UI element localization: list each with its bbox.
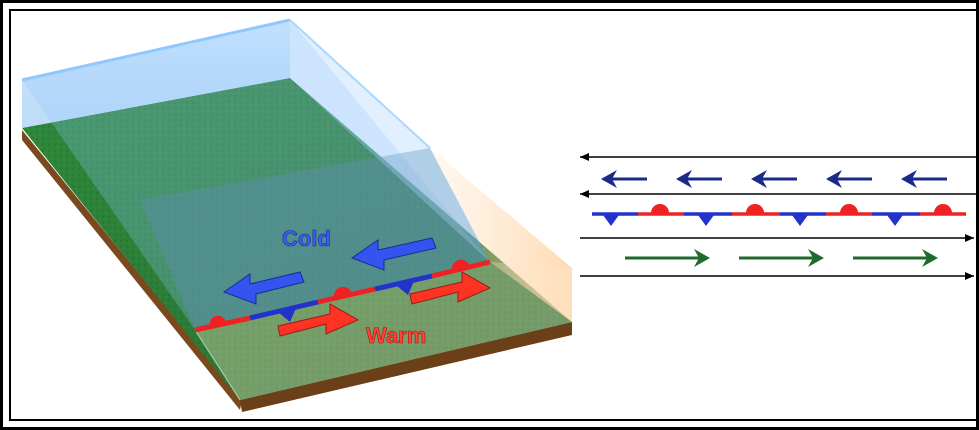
cold-air-shadow xyxy=(140,148,490,330)
warm-air-right-face xyxy=(430,148,572,322)
warm-arrow-icon xyxy=(625,249,710,267)
blue-triangle-icon xyxy=(792,215,808,226)
blue-triangle-icon xyxy=(603,215,619,226)
cold-arrow-lower xyxy=(222,271,305,305)
cold-flow-arrows xyxy=(601,170,947,188)
red-semicircle-icon xyxy=(840,204,858,213)
block-front-line xyxy=(194,259,491,333)
warm-air-mass xyxy=(194,148,572,401)
block-warm-arrows xyxy=(277,271,492,337)
cold-air-right-face xyxy=(290,20,490,262)
cold-arrow-icon xyxy=(601,170,647,188)
cold-air-top xyxy=(22,20,290,128)
figure-inner-border xyxy=(9,9,976,421)
soil-left-side xyxy=(22,130,242,410)
warm-arrow-icon xyxy=(739,249,824,267)
soil-front-side xyxy=(240,322,572,412)
block-cold-arrows xyxy=(222,237,437,305)
blue-triangle-icon xyxy=(396,281,414,295)
warm-label: Warm xyxy=(366,323,426,348)
warm-arrow-upper xyxy=(409,271,492,305)
warm-air-front-face xyxy=(195,262,572,400)
cold-arrow-icon xyxy=(751,170,797,188)
red-semicircle-icon xyxy=(746,204,764,213)
warm-arrow-lower xyxy=(277,303,360,337)
red-semicircle-icon xyxy=(934,204,952,213)
warm-flow-arrows xyxy=(625,249,938,267)
blue-triangle-icon xyxy=(887,215,903,226)
schematic xyxy=(580,153,976,280)
cold-arrow-upper xyxy=(350,237,437,271)
red-semicircle-icon xyxy=(451,259,470,271)
cold-arrow-icon xyxy=(676,170,722,188)
red-semicircle-icon xyxy=(333,286,352,298)
cold-arrow-icon xyxy=(901,170,947,188)
red-semicircle-icon xyxy=(209,315,226,326)
earth-block xyxy=(22,78,572,412)
warm-arrow-icon xyxy=(853,249,938,267)
blue-triangle-icon xyxy=(278,308,296,322)
blue-triangle-icon xyxy=(698,215,714,226)
cold-label: Cold xyxy=(282,226,331,251)
stationary-front-symbol xyxy=(592,204,966,226)
cold-arrow-icon xyxy=(826,170,872,188)
red-semicircle-icon xyxy=(651,204,669,213)
